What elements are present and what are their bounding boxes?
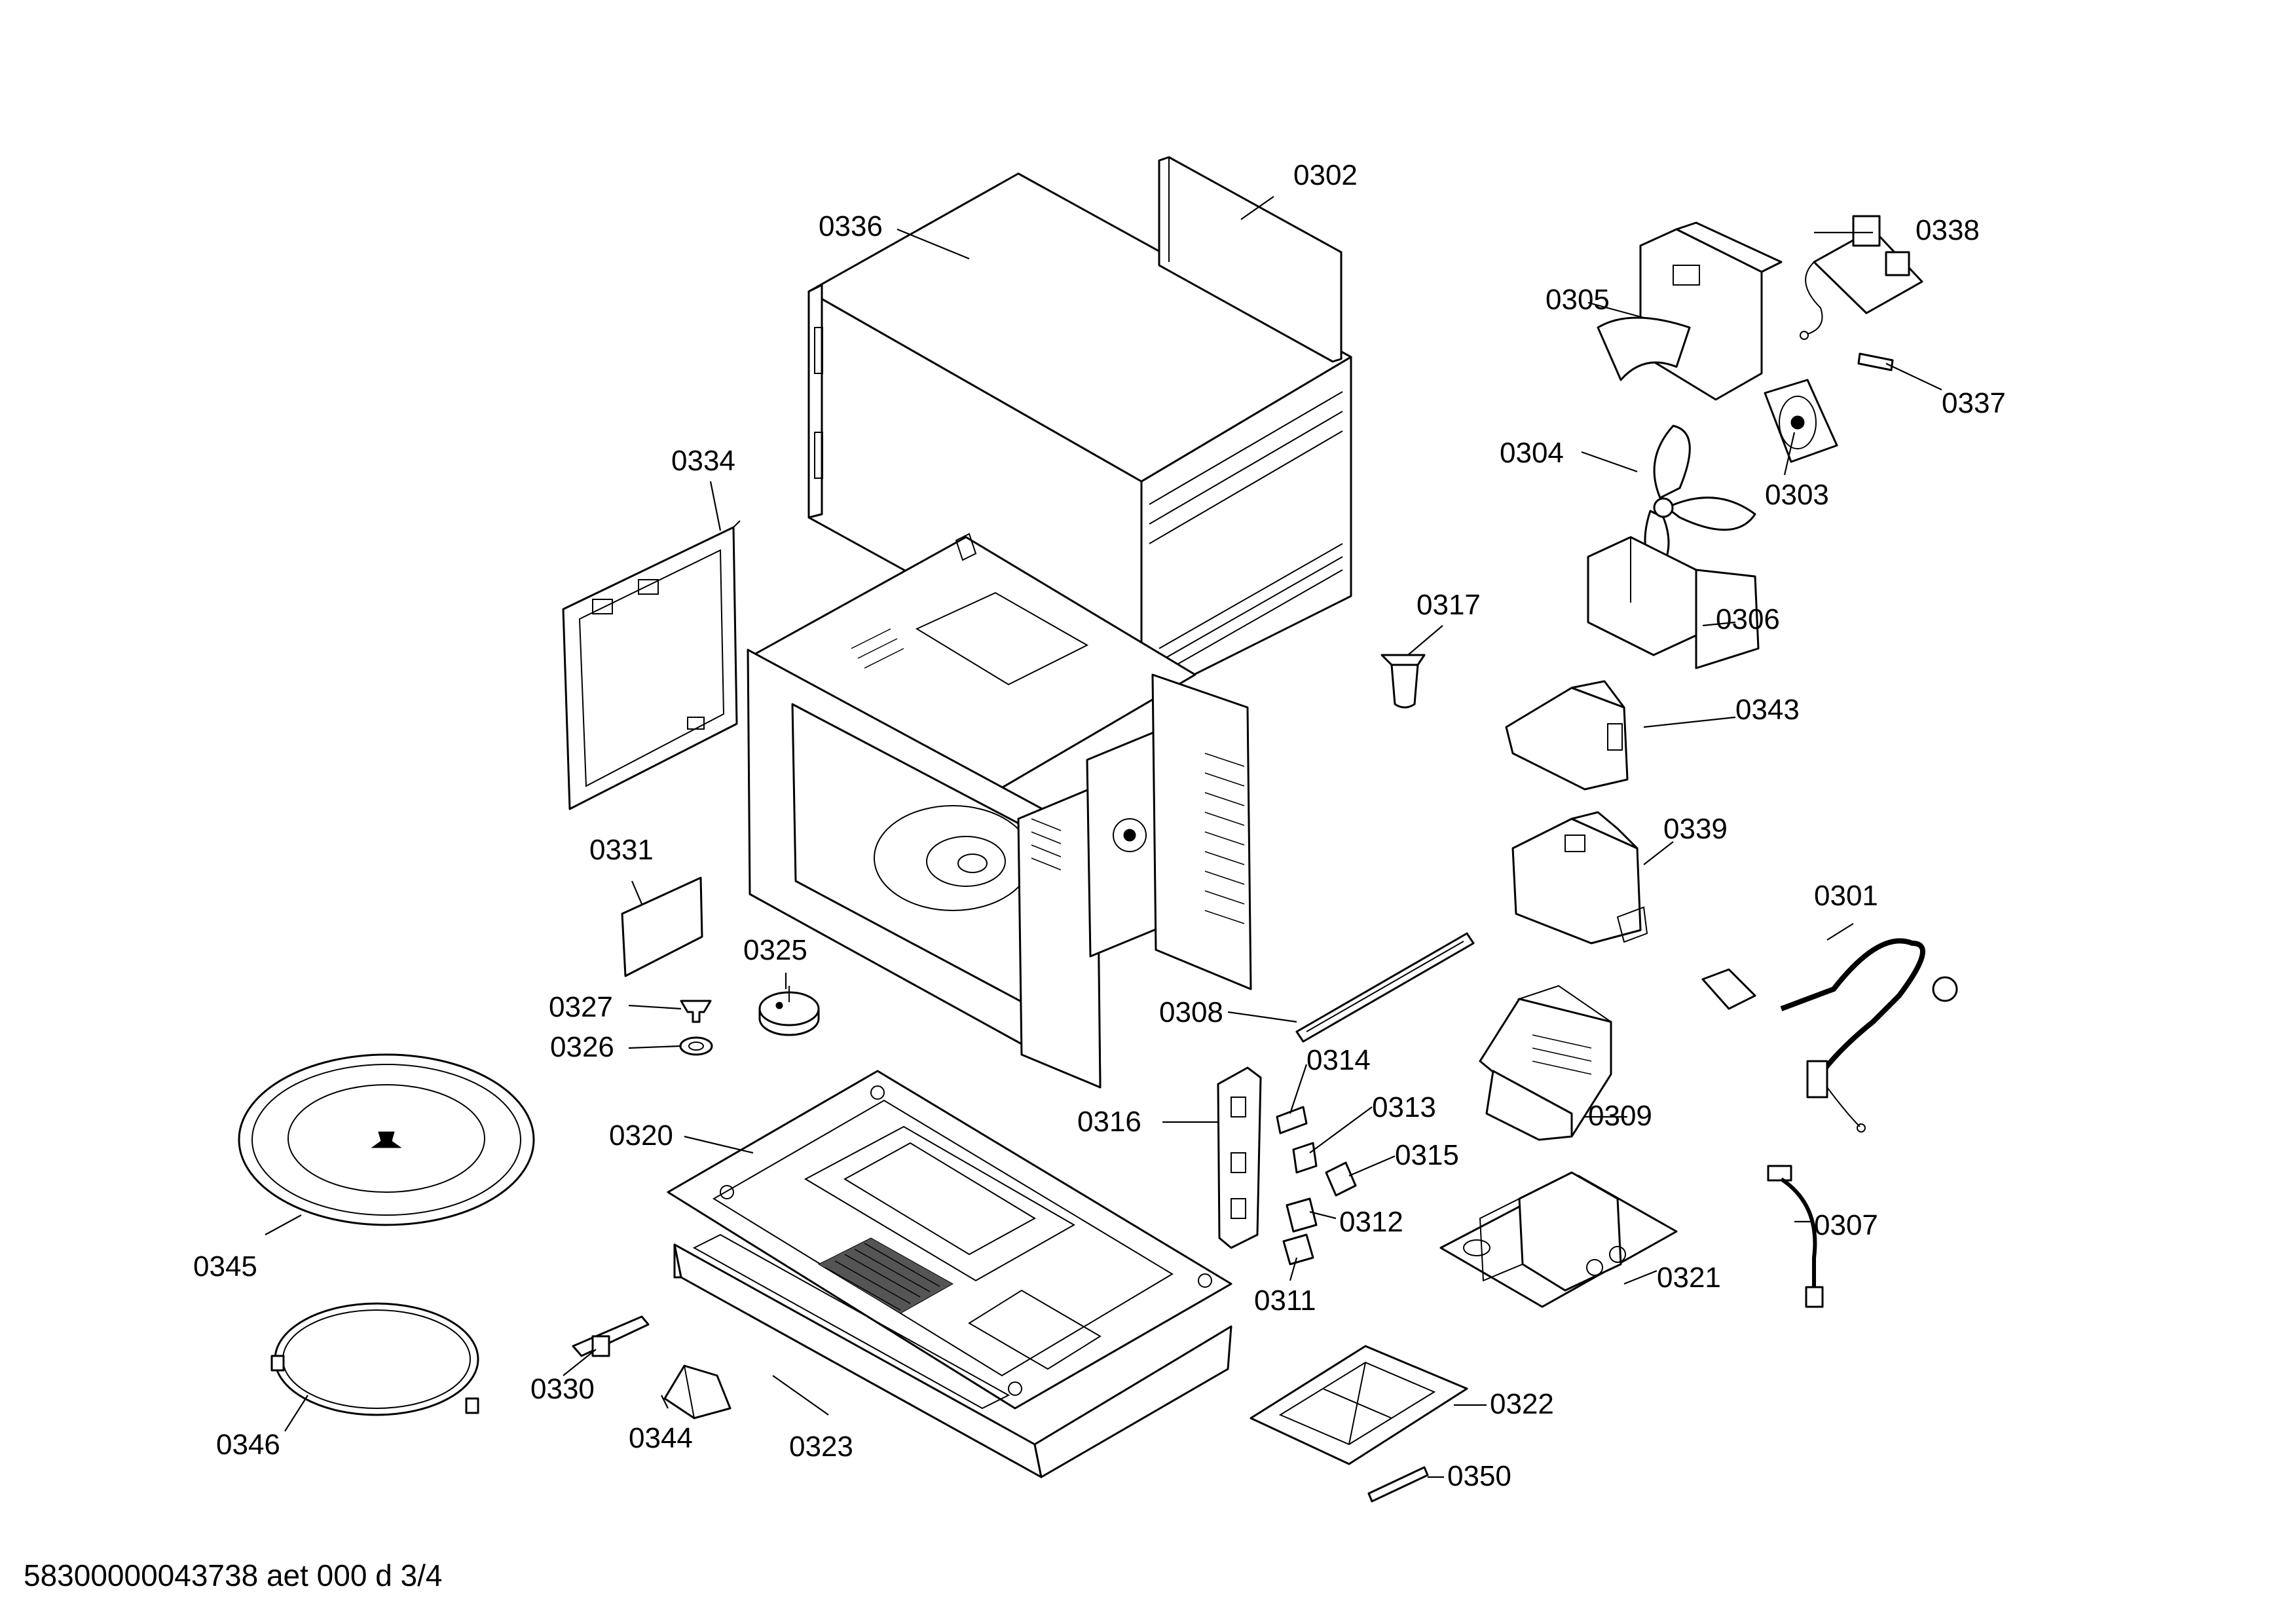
label-0330: 0330 [530, 1373, 595, 1405]
part-0325-turntable-motor [758, 986, 820, 1036]
part-0317-lamp [1380, 654, 1426, 709]
label-0302: 0302 [1293, 159, 1358, 191]
label-0345: 0345 [193, 1250, 257, 1283]
part-0344-foot [663, 1364, 731, 1419]
label-0307: 0307 [1814, 1209, 1878, 1241]
label-0325: 0325 [743, 934, 807, 966]
part-0343-air-guide [1505, 680, 1629, 791]
label-0334: 0334 [671, 445, 735, 477]
label-0315: 0315 [1395, 1139, 1459, 1171]
part-0309-transformer [1479, 985, 1612, 1141]
part-0339-cover [1511, 811, 1648, 945]
label-0322: 0322 [1490, 1388, 1554, 1420]
part-0311-switch [1282, 1233, 1314, 1266]
part-0301-mains-cable [1701, 938, 1958, 1133]
label-0306: 0306 [1716, 603, 1780, 635]
label-0320: 0320 [609, 1119, 673, 1152]
label-0316: 0316 [1077, 1106, 1141, 1138]
part-0305-fan-duct [1597, 221, 1783, 401]
label-0314: 0314 [1306, 1044, 1371, 1076]
part-0308-strip [1295, 932, 1475, 1043]
oven-cavity-chassis [747, 533, 1252, 1089]
label-0311: 0311 [1254, 1285, 1316, 1317]
label-0301: 0301 [1814, 880, 1878, 912]
label-0344: 0344 [629, 1422, 693, 1454]
label-0313: 0313 [1372, 1091, 1436, 1123]
part-0312-switch [1286, 1197, 1318, 1233]
part-0320-base-plate [667, 1070, 1232, 1410]
part-0338-filter-board [1800, 215, 1923, 340]
label-0331: 0331 [589, 834, 654, 866]
part-0313-switch [1292, 1142, 1318, 1174]
part-0323-bottom-tray [673, 1233, 1232, 1478]
label-0312: 0312 [1339, 1206, 1403, 1238]
label-0337: 0337 [1942, 387, 2006, 419]
part-0315-switch [1325, 1161, 1357, 1197]
label-0326: 0326 [550, 1031, 614, 1063]
label-0346: 0346 [216, 1429, 280, 1461]
part-0314-switch [1276, 1106, 1308, 1135]
label-0338: 0338 [1916, 214, 1980, 246]
part-labels: 0336 0302 0334 0338 0305 0337 0304 0303 … [193, 159, 2006, 1492]
part-0330-clip [572, 1315, 650, 1357]
label-0343: 0343 [1735, 694, 1800, 726]
part-0327-coupler [680, 1000, 712, 1023]
part-0326-roller-ring [679, 1036, 713, 1056]
part-0307-wire [1767, 1165, 1824, 1308]
part-0350-latch [1367, 1466, 1429, 1503]
part-0302-rear-panel [1158, 156, 1342, 363]
part-0316-switch-bracket [1217, 1066, 1262, 1249]
part-0346-roller-support [270, 1302, 479, 1416]
part-0345-glass-turntable [238, 1053, 535, 1226]
label-0339: 0339 [1663, 813, 1728, 845]
label-0305: 0305 [1546, 284, 1610, 316]
part-0334-bracket-frame [562, 520, 741, 810]
leader-lines [265, 196, 1942, 1478]
part-0337-fuse [1857, 352, 1894, 371]
label-0303: 0303 [1765, 479, 1829, 511]
label-0304: 0304 [1500, 437, 1564, 469]
label-0308: 0308 [1159, 996, 1223, 1028]
part-0303-fan-motor [1764, 379, 1838, 463]
label-0350: 0350 [1447, 1460, 1511, 1492]
label-0321: 0321 [1657, 1262, 1721, 1294]
label-0309: 0309 [1588, 1100, 1652, 1132]
label-0323: 0323 [789, 1431, 853, 1463]
part-0306-air-duct [1587, 536, 1760, 669]
label-0336: 0336 [819, 210, 883, 242]
part-0322-grille [1250, 1345, 1468, 1465]
part-0321-power-board [1439, 1171, 1678, 1308]
label-0317: 0317 [1416, 589, 1481, 621]
document-id: 58300000043738 aet 000 d 3/4 [24, 1558, 443, 1592]
label-0327: 0327 [549, 991, 613, 1023]
part-0331-label-plate [621, 876, 703, 977]
